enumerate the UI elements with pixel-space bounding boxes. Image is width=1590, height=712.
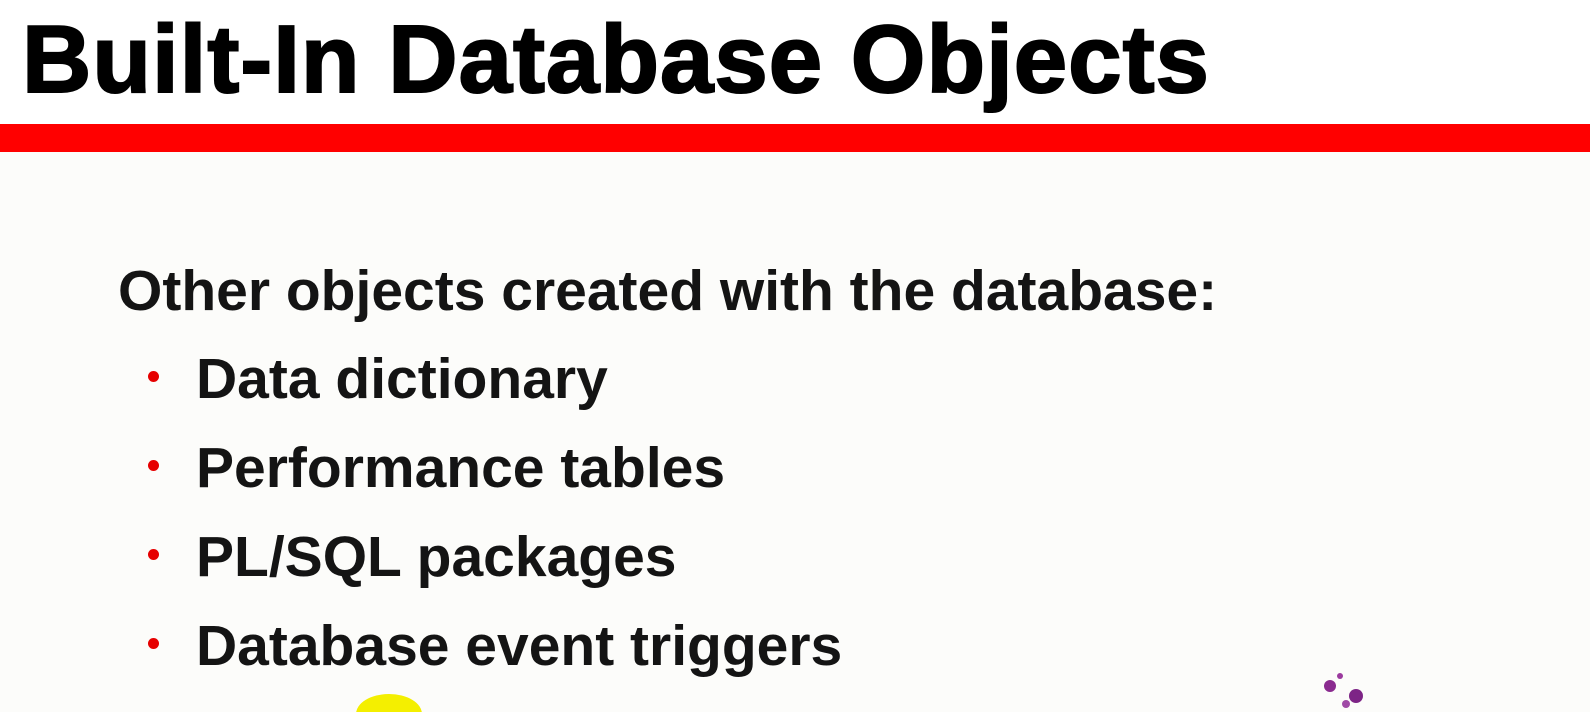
bullet-dot-icon [148, 549, 159, 560]
bullet-dot-icon [148, 460, 159, 471]
title-divider [0, 124, 1590, 152]
bullet-dot-icon [148, 638, 159, 649]
decorative-yellow-shape [356, 694, 422, 712]
bullet-label: Performance tables [196, 436, 726, 500]
bullet-label: PL/SQL packages [196, 525, 677, 589]
bullet-label: Database event triggers [196, 614, 843, 678]
slide-header: Built-In Database Objects [0, 0, 1590, 124]
bullet-dot-icon [148, 371, 159, 382]
decorative-purple-dots [1324, 673, 1363, 708]
slide-title: Built-In Database Objects [21, 5, 1210, 114]
intro-text: Other objects created with the database: [118, 259, 1218, 323]
bullet-label: Data dictionary [196, 347, 608, 411]
